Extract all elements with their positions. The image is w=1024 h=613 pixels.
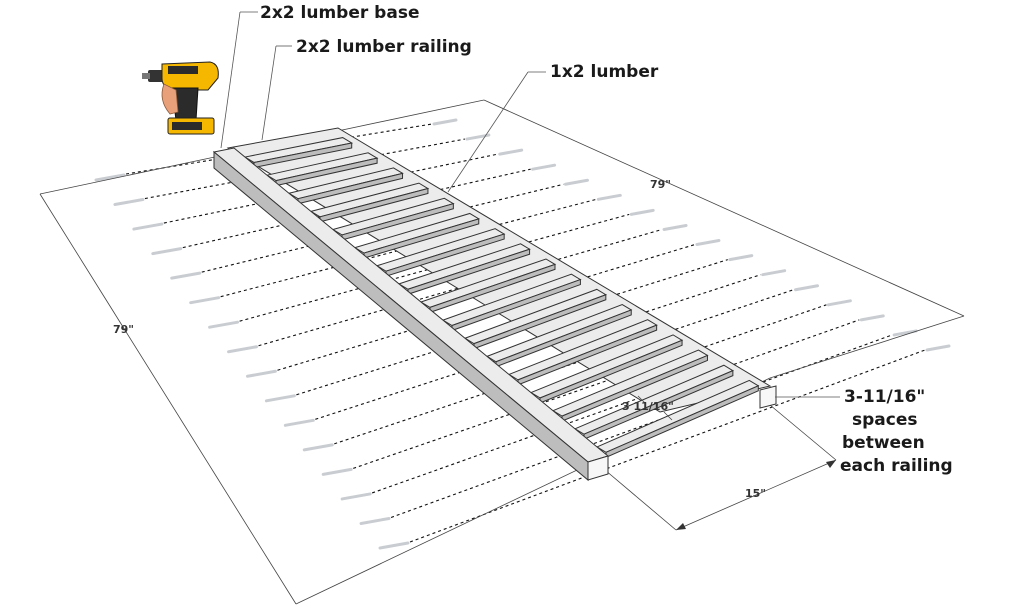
screw-icon <box>859 314 885 322</box>
screw-icon <box>826 299 852 307</box>
screw-icon <box>151 247 183 256</box>
leader-lines <box>220 11 840 398</box>
dashed-row-line <box>258 228 663 347</box>
screw-icon <box>245 369 277 378</box>
screw-icon <box>531 163 557 171</box>
screw-icon <box>794 284 820 292</box>
label-1x2-lumber: 1x2 lumber <box>550 62 659 82</box>
spacing-marker: 3 11/16" <box>622 395 674 421</box>
screw-icon <box>925 344 951 352</box>
screw-icon <box>629 208 655 216</box>
screw-icon <box>264 394 296 403</box>
screw-icon <box>892 329 918 337</box>
lumber-frame <box>212 127 777 482</box>
screw-icon <box>359 516 391 525</box>
screw-icon <box>432 118 458 126</box>
dashed-row-line <box>239 213 630 322</box>
screw-icon <box>378 541 410 550</box>
near-rail-end <box>587 455 609 481</box>
screw-icon <box>208 320 240 329</box>
screw-icon <box>761 269 787 277</box>
callout-line-4: each railing <box>840 456 953 476</box>
screw-icon <box>132 222 164 231</box>
screw-icon <box>563 178 589 186</box>
dimension-left-length: 79" <box>113 323 134 336</box>
dashed-slat-rows <box>94 118 951 550</box>
callout-line-3: between <box>842 433 925 453</box>
screw-icon <box>94 173 126 182</box>
screw-icon <box>695 239 721 247</box>
screw-icon <box>227 345 259 354</box>
callout-line-2: spaces <box>852 410 918 430</box>
screw-icon <box>321 467 353 476</box>
cordless-drill-icon <box>142 61 219 135</box>
spacing-callout: 3-11/16" spaces between each railing <box>840 387 953 476</box>
screw-icon <box>302 443 334 452</box>
screw-icon <box>283 418 315 427</box>
dashed-row-line <box>371 319 860 494</box>
screw-icon <box>189 296 221 305</box>
screw-icon <box>340 492 372 501</box>
dimension-width: 15" <box>745 487 766 500</box>
screw-icon <box>113 198 145 207</box>
label-lumber-railing: 2x2 lumber railing <box>296 37 472 57</box>
spacing-dimension-text: 3 11/16" <box>622 400 674 413</box>
label-lumber-base: 2x2 lumber base <box>260 3 419 23</box>
callout-line-1: 3-11/16" <box>844 387 925 407</box>
dashed-row-line <box>125 123 433 175</box>
screw-icon <box>662 223 688 231</box>
dashed-row-line <box>409 349 926 543</box>
screw-icon <box>170 271 202 280</box>
far-rail-end <box>759 385 777 409</box>
lumber-slats <box>243 137 760 459</box>
screw-icon <box>498 148 524 156</box>
screw-icon <box>596 193 622 201</box>
dimension-top-length: 79" <box>650 178 671 191</box>
screw-icon <box>728 254 754 262</box>
